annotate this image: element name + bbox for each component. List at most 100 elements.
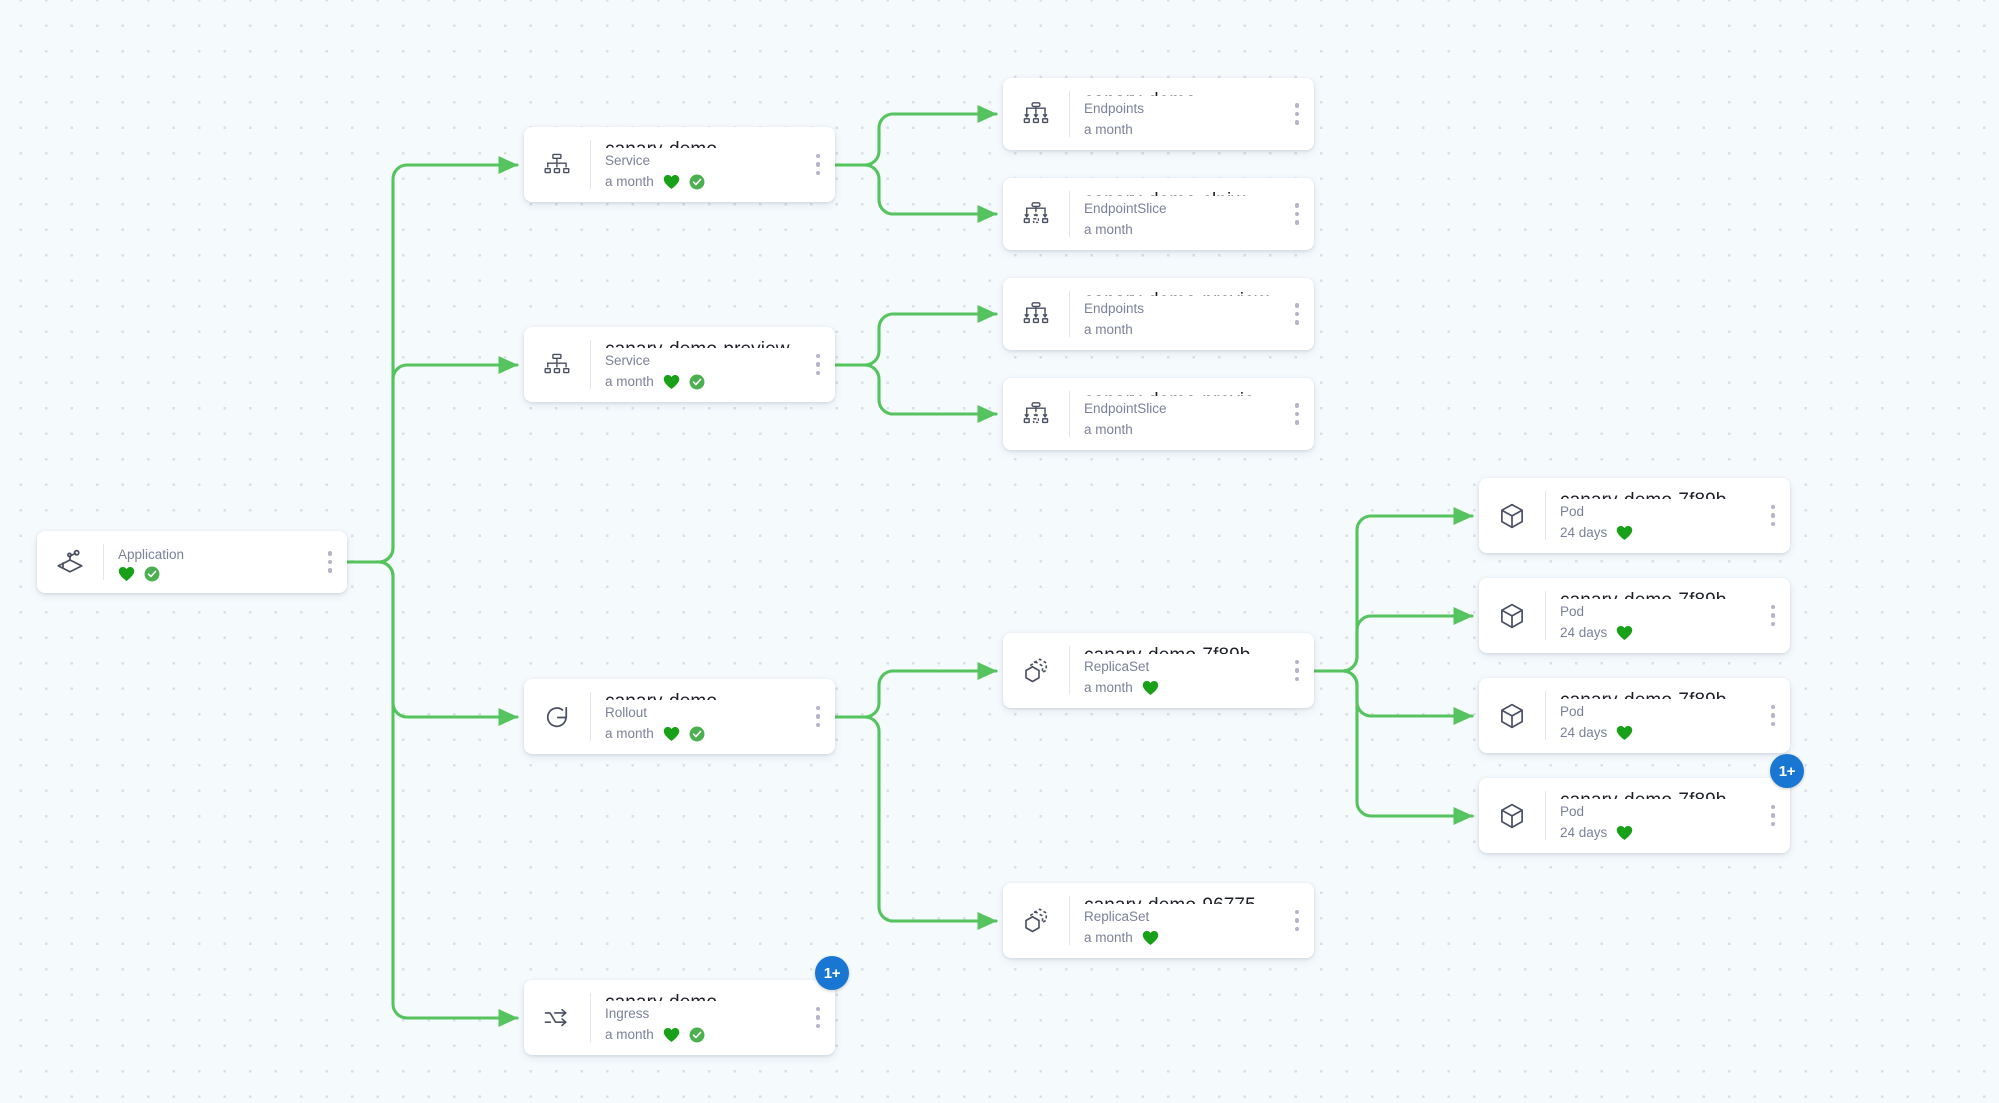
health-status-icon[interactable] [1616, 525, 1633, 541]
resource-node-service[interactable]: canary-demo-previewServicea month [524, 327, 835, 402]
node-menu-button[interactable] [1280, 278, 1314, 350]
tree-edge [833, 105, 998, 167]
node-age: 24 days [1560, 725, 1608, 740]
node-menu-button[interactable] [1280, 883, 1314, 958]
resource-node-service[interactable]: canary-demoServicea month [524, 127, 835, 202]
node-menu-button[interactable] [1280, 378, 1314, 450]
child-count-badge[interactable]: 1+ [815, 956, 849, 990]
node-body: canary-demo-clpjwEndpointSlicea month [1070, 178, 1280, 250]
health-status-icon[interactable] [1616, 625, 1633, 641]
node-meta-row: a month [1084, 928, 1280, 947]
node-divider [1069, 646, 1070, 695]
node-title: canary-demo [1084, 89, 1280, 96]
node-title: canary-demo [605, 690, 801, 700]
tree-edge [1312, 507, 1474, 673]
node-body: canary-demo-previewEndpointsa month [1070, 278, 1280, 350]
node-kind: EndpointSlice [1084, 401, 1167, 416]
node-body: canary-demoEndpointsa month [1070, 78, 1280, 150]
node-title: canary-demo-preview [605, 338, 801, 348]
node-divider [1069, 191, 1070, 237]
sync-status-icon[interactable] [689, 174, 705, 190]
node-meta-row: a month [1084, 320, 1280, 339]
node-kind: ReplicaSet [1084, 909, 1150, 924]
tree-edge [833, 715, 998, 930]
node-age: a month [605, 374, 654, 389]
node-menu-button[interactable] [801, 980, 835, 1055]
node-meta-row: 24 days [1560, 723, 1756, 742]
node-menu-button[interactable] [801, 679, 835, 754]
tree-edge [345, 560, 519, 1027]
health-status-icon[interactable] [663, 374, 680, 390]
sync-status-icon[interactable] [144, 566, 160, 582]
resource-node-rollout[interactable]: canary-demoRollouta month [524, 679, 835, 754]
replicaset-icon [1003, 633, 1069, 708]
pod-icon [1479, 778, 1545, 853]
resource-node-application[interactable]: canary-demoApplication [37, 531, 347, 593]
node-menu-button[interactable] [1756, 478, 1790, 553]
node-meta-row: a month [605, 372, 801, 391]
node-menu-button[interactable] [1280, 178, 1314, 250]
node-meta-row: a month [1084, 678, 1280, 697]
health-status-icon[interactable] [663, 1027, 680, 1043]
node-kind: Service [605, 153, 651, 168]
tree-edge [345, 156, 519, 564]
node-body: canary-demoServicea month [591, 127, 801, 202]
endpoints-icon [1003, 278, 1069, 350]
resource-node-endpoints[interactable]: canary-demo-previewEndpointsa month [1003, 278, 1314, 350]
node-body: canary-demoRollouta month [591, 679, 801, 754]
node-divider [590, 993, 591, 1042]
health-status-icon[interactable] [1142, 930, 1159, 946]
node-divider [1069, 896, 1070, 945]
node-divider [1545, 491, 1546, 540]
health-status-icon[interactable] [118, 566, 135, 582]
health-status-icon[interactable] [1616, 725, 1633, 741]
node-kind: EndpointSlice [1084, 201, 1167, 216]
tree-edge [345, 560, 519, 726]
health-status-icon[interactable] [1616, 825, 1633, 841]
node-title: canary-demo-7f89b8b97… [1560, 689, 1756, 699]
resource-node-endpointslice[interactable]: canary-demo-clpjwEndpointSlicea month [1003, 178, 1314, 250]
health-status-icon[interactable] [1142, 680, 1159, 696]
endpointslice-icon [1003, 378, 1069, 450]
resource-node-endpoints[interactable]: canary-demoEndpointsa month [1003, 78, 1314, 150]
node-menu-button[interactable] [1756, 578, 1790, 653]
resource-node-replicaset[interactable]: canary-demo-7f89b8b978ReplicaSeta month [1003, 633, 1314, 708]
node-title: canary-demo-7f89b8b97… [1560, 789, 1756, 799]
node-kind: Pod [1560, 604, 1585, 619]
node-age: a month [605, 726, 654, 741]
resource-node-replicaset[interactable]: canary-demo-967754b4cReplicaSeta month [1003, 883, 1314, 958]
sync-status-icon[interactable] [689, 726, 705, 742]
sync-status-icon[interactable] [689, 374, 705, 390]
endpointslice-icon [1003, 178, 1069, 250]
node-menu-button[interactable] [1280, 78, 1314, 150]
pod-icon [1479, 678, 1545, 753]
node-menu-button[interactable] [801, 327, 835, 402]
node-meta-row: a month [605, 724, 801, 743]
health-status-icon[interactable] [663, 726, 680, 742]
node-divider [1069, 291, 1070, 337]
tree-edge [345, 356, 519, 564]
node-menu-button[interactable] [801, 127, 835, 202]
resource-node-ingress[interactable]: canary-demoIngressa month [524, 980, 843, 1063]
node-kind: Endpoints [1084, 101, 1145, 116]
node-age: a month [605, 1027, 654, 1042]
node-body: canary-demo-previewServicea month [591, 327, 801, 402]
tree-edge [1312, 669, 1474, 725]
pod-icon [1479, 478, 1545, 553]
node-menu-button[interactable] [313, 531, 347, 593]
node-meta-row [118, 566, 313, 582]
health-status-icon[interactable] [663, 174, 680, 190]
sync-status-icon[interactable] [689, 1027, 705, 1043]
node-menu-button[interactable] [1756, 678, 1790, 753]
node-menu-button[interactable] [1756, 778, 1790, 853]
node-age: a month [1084, 422, 1133, 437]
node-menu-button[interactable] [1280, 633, 1314, 708]
child-count-badge[interactable]: 1+ [1770, 754, 1804, 788]
